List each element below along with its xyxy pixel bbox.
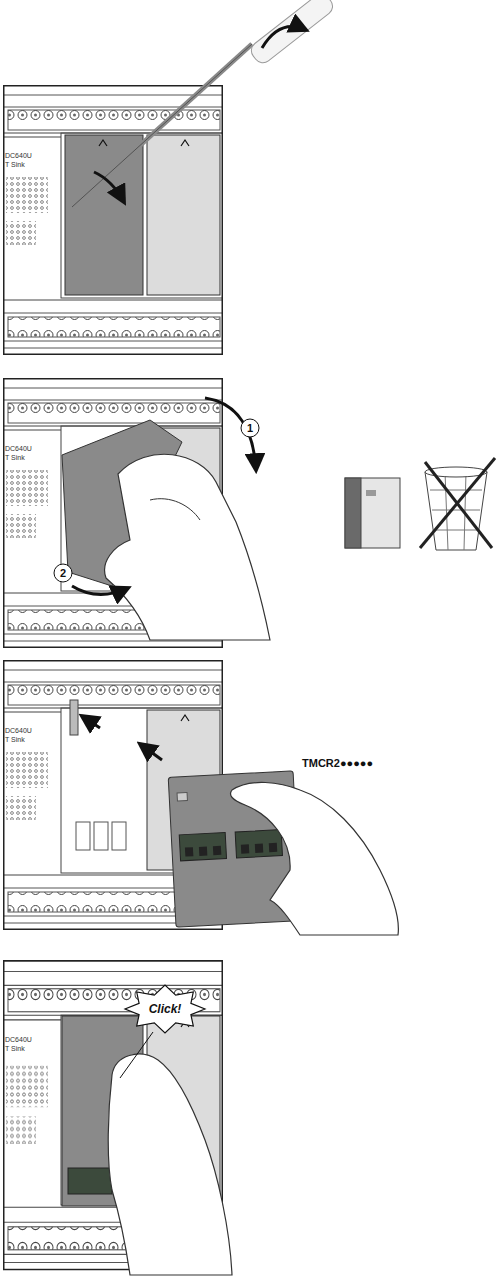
model-text: DC640U xyxy=(5,1036,32,1043)
model-text: T Sink xyxy=(5,454,25,461)
model-text: T Sink xyxy=(5,161,25,168)
model-text: T Sink xyxy=(5,736,25,743)
click-callout: Click! xyxy=(149,1003,182,1015)
model-text: DC640U xyxy=(5,152,32,159)
part-reference: TMCR2●●●●● xyxy=(302,758,373,769)
callout-number: 2 xyxy=(60,568,66,579)
model-text: T Sink xyxy=(5,1045,25,1052)
model-text: DC640U xyxy=(5,445,32,452)
model-text: DC640U xyxy=(5,727,32,734)
callout-number: 1 xyxy=(247,423,253,434)
